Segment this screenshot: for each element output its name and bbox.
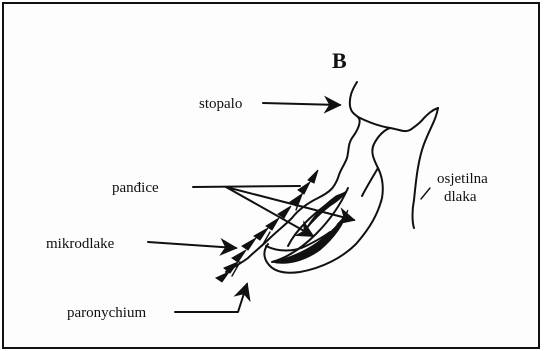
arrow-osjetilna-dlaka [421, 188, 430, 199]
claws [266, 188, 348, 263]
label-mikrodlake: mikrodlake [46, 236, 115, 252]
tarsus-outline [226, 82, 438, 273]
arrow-paronychium [175, 284, 247, 312]
arrow-mikrodlake [148, 242, 236, 248]
panel-letter: B [332, 48, 347, 73]
arrow-pandice-upper [226, 187, 354, 220]
arrow-stopalo [263, 103, 340, 105]
label-pandice: panđice [112, 180, 159, 196]
label-dlaka: dlaka [444, 189, 477, 205]
label-stopalo: stopalo [199, 96, 242, 112]
arrow-pandice-base [193, 186, 300, 187]
label-osjetilna: osjetilna [437, 171, 488, 187]
label-paronychium: paronychium [67, 305, 146, 321]
